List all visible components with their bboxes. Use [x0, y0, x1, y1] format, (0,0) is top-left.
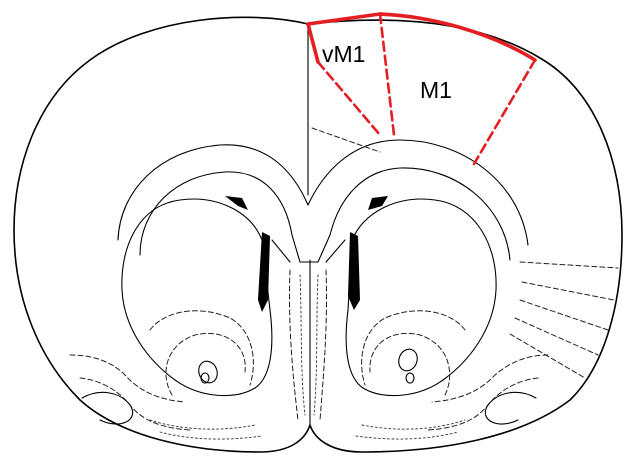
- right-anterior-commissure-inner: [406, 373, 414, 383]
- corpus-callosum-lower: [140, 168, 510, 262]
- right-lower-lobe: [485, 392, 536, 424]
- left-dashed-boundary-2: [166, 333, 245, 395]
- septum-dots-1: [300, 275, 305, 415]
- m1-label: M1: [420, 77, 452, 103]
- septum-dots-2: [314, 275, 318, 415]
- right-ventricle: [348, 232, 360, 310]
- left-dashed-boundary-1: [150, 311, 253, 385]
- left-ventral-texture-2: [160, 432, 262, 439]
- vm1-m1-border: [380, 14, 394, 135]
- right-dashed-boundary-2: [370, 333, 450, 395]
- septum-strand-2: [320, 270, 327, 420]
- vm1-top-boundary: [308, 14, 380, 24]
- right-ventral-texture-2: [356, 432, 458, 439]
- right-striatum: [346, 199, 496, 396]
- left-ventral-texture-1: [150, 420, 255, 429]
- septum-strand-1: [289, 270, 298, 420]
- vm1-label: vM1: [322, 41, 365, 67]
- left-ventricle-tip: [225, 196, 248, 210]
- lateral-cortex-ray-3: [520, 300, 608, 330]
- medial-cortex-ray: [312, 128, 380, 152]
- lateral-cortex-ray-2: [522, 282, 614, 300]
- brain-outline: [14, 17, 622, 452]
- lateral-cortex-ray-5: [510, 334, 585, 378]
- vm1-lower-boundary: [318, 62, 380, 135]
- right-ventral-texture-1: [362, 420, 465, 429]
- lateral-cortex-ray-4: [515, 318, 598, 355]
- vm1-left-boundary: [308, 24, 318, 62]
- corpus-callosum-upper: [118, 140, 528, 245]
- left-dashed-boundary-4: [80, 378, 190, 430]
- right-anterior-commissure: [396, 347, 420, 374]
- m1-lateral-boundary: [474, 60, 535, 164]
- right-ventricle-tip: [368, 196, 388, 210]
- right-dashed-boundary-1: [362, 311, 465, 385]
- left-ventricle: [258, 232, 270, 312]
- lateral-cortex-ray-1: [520, 262, 618, 268]
- callosum-fork: [272, 240, 345, 262]
